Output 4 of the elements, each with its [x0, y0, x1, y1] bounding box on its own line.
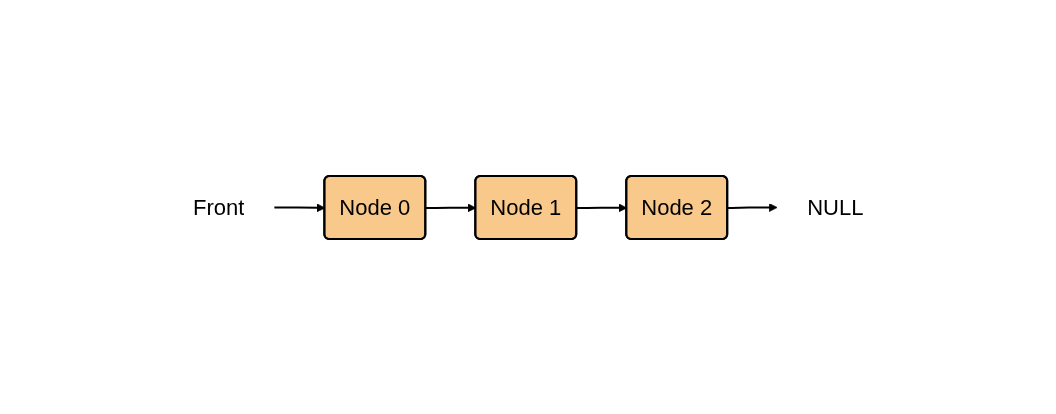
- node-text: Front: [192, 194, 245, 220]
- arrow: [726, 202, 778, 212]
- arrow: [273, 202, 325, 212]
- node-text: NULL: [806, 194, 864, 220]
